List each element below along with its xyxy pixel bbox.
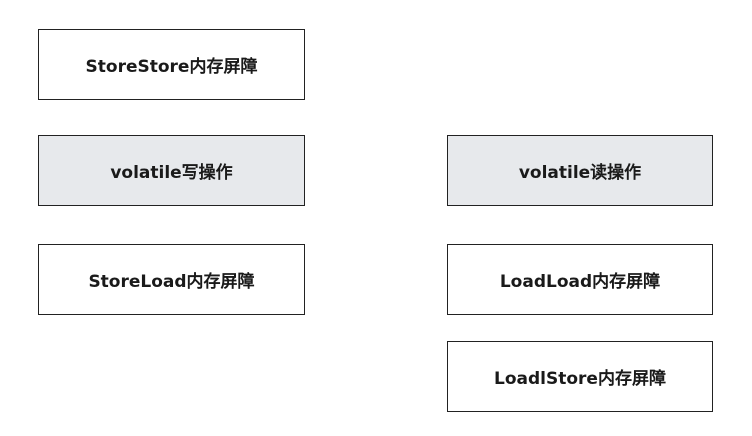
volatile-read-label: volatile读操作: [518, 163, 642, 183]
storestore-barrier-label: StoreStore内存屏障: [85, 57, 258, 77]
loadstore-barrier-box: LoadlStore内存屏障: [447, 341, 713, 412]
loadstore-barrier-label: LoadlStore内存屏障: [494, 369, 666, 389]
loadload-barrier-box: LoadLoad内存屏障: [447, 244, 713, 315]
volatile-write-label: volatile写操作: [110, 163, 233, 183]
volatile-write-box: volatile写操作: [38, 135, 305, 206]
storeload-barrier-box: StoreLoad内存屏障: [38, 244, 305, 315]
volatile-read-box: volatile读操作: [447, 135, 713, 206]
storestore-barrier-box: StoreStore内存屏障: [38, 29, 305, 100]
storeload-barrier-label: StoreLoad内存屏障: [88, 272, 255, 292]
loadload-barrier-label: LoadLoad内存屏障: [499, 272, 661, 292]
